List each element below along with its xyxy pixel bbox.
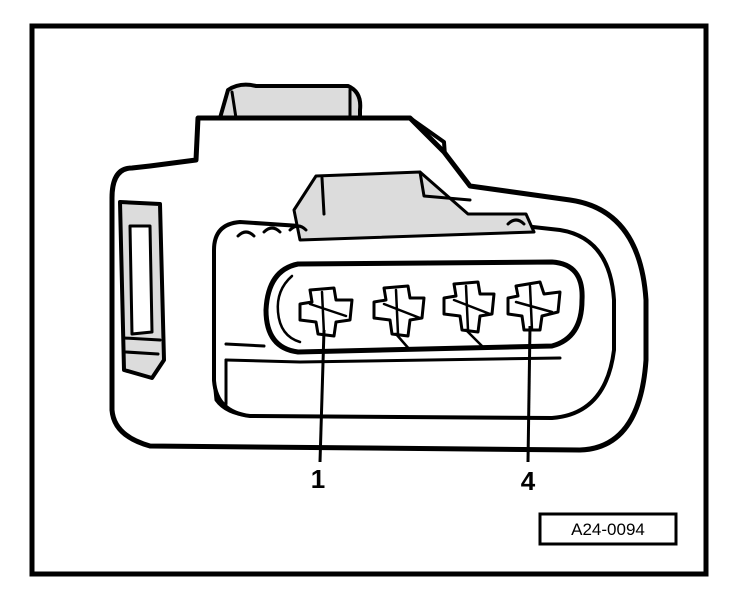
terminal-pin-1 [298,286,354,338]
figure-reference-code: A24-0094 [571,520,645,539]
figure-frame [29,23,709,577]
locking-slide-edge [320,170,472,216]
terminal-pin-4 [506,280,562,332]
latch-ridge [230,88,352,122]
grip-notches [236,218,526,238]
callout-label-4: 4 [521,466,536,496]
lower-shell-contour [212,358,252,418]
terminal-pin-3 [442,280,496,348]
latch-tab [218,82,363,124]
callout-label-1: 1 [311,464,325,494]
side-lock-detail [122,224,162,356]
leader-line-pin-1 [318,329,326,463]
carrier-shelf-line [224,342,562,364]
terminal-pin-2 [372,284,426,352]
locking-slide [292,170,536,242]
connector-housing [109,82,649,453]
pin-carrier-inner-edge [276,274,302,344]
leader-line-pin-4 [526,325,532,463]
figure-reference-box [538,512,678,546]
